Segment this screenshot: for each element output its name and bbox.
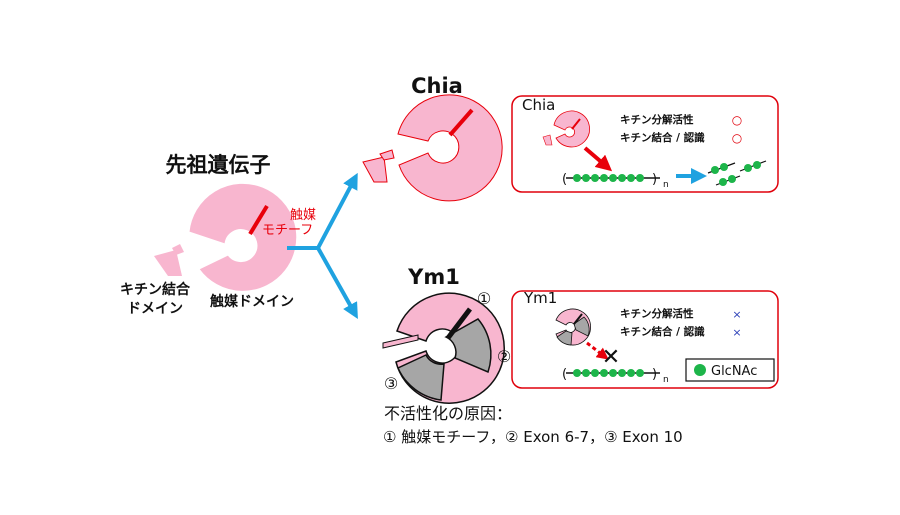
chia-glcnac-unit xyxy=(600,174,608,182)
ym1-row-2-label: キチン結合 / 認識 xyxy=(620,325,705,338)
ym1-panel-title: Ym1 xyxy=(523,289,557,307)
ym1-chitin-chain: ( ) n xyxy=(562,367,669,385)
ym1-glcnac-unit xyxy=(591,369,599,377)
cause-items: ① 触媒モチーフ，② Exon 6-7，③ Exon 10 xyxy=(383,428,683,446)
chia-catalytic-domain xyxy=(397,94,503,202)
product-unit xyxy=(744,164,752,172)
chia-mini-motif xyxy=(571,118,581,130)
binding-domain-label-1: キチン結合 xyxy=(120,281,191,298)
chia-glcnac-unit xyxy=(591,174,599,182)
chia-mini-binding xyxy=(542,134,553,146)
chia-products xyxy=(707,160,767,186)
chia-glcnac-unit xyxy=(609,174,617,182)
chia-red-arrow xyxy=(583,146,613,172)
cause-title: 不活性化の原因： xyxy=(384,404,512,423)
arrow-to-ym1 xyxy=(316,247,358,319)
chia-panel-title: Chia xyxy=(522,96,555,114)
ancestor-group: 先祖遺伝子 触媒 モチーフ キチン結合 ドメイン 触媒ドメイン xyxy=(120,153,316,317)
catalytic-domain-label: 触媒ドメイン xyxy=(209,293,294,310)
glcnac-legend-icon xyxy=(694,364,706,376)
ym1-mini-exon10-segment xyxy=(556,330,573,346)
ym1-panel: Ym1 キチン分解活性 × キチン結合 / 認識 × ✕ ( ) n xyxy=(511,289,779,389)
product-unit xyxy=(719,178,727,186)
chia-chain-bracket-right: ) xyxy=(652,172,657,187)
ym1-glcnac-unit xyxy=(618,369,626,377)
binding-domain-label-2: ドメイン xyxy=(127,301,183,317)
ym1-marker-3: ③ xyxy=(384,374,398,393)
ancestor-motif-label-1: 触媒 xyxy=(290,208,316,223)
ancestor-catalytic-domain xyxy=(188,182,298,292)
chia-chain-subscript: n xyxy=(663,180,669,190)
chia-row-1-mark: ○ xyxy=(732,113,742,127)
ym1-block-x-icon: ✕ xyxy=(602,345,620,370)
ym1-row-1-mark: × xyxy=(732,308,741,321)
chia-chain-bracket-left: ( xyxy=(562,172,567,187)
ym1-glcnac-unit xyxy=(636,369,644,377)
ym1-dashed-arrow xyxy=(586,341,609,360)
chia-catalytic-motif xyxy=(448,108,474,137)
ancestor-binding-domain xyxy=(154,250,182,276)
product-unit xyxy=(711,166,719,174)
ym1-mini-exon-segment xyxy=(573,316,590,337)
ym1-glcnac-unit xyxy=(627,369,635,377)
chia-group: Chia xyxy=(362,74,503,202)
chia-panel: Chia キチン分解活性 ○ キチン結合 / 認識 ○ ( ) n xyxy=(511,95,779,193)
ancestor-title: 先祖遺伝子 xyxy=(166,153,271,177)
ym1-catalytic-motif xyxy=(446,307,472,340)
chia-glcnac-unit xyxy=(582,174,590,182)
ym1-glcnac-unit xyxy=(573,369,581,377)
ym1-marker-1: ① xyxy=(477,289,491,308)
ym1-exon-6-7-segment xyxy=(444,318,492,374)
chia-glcnac-unit xyxy=(573,174,581,182)
chia-glcnac-unit xyxy=(636,174,644,182)
ym1-mini-motif xyxy=(573,313,583,325)
chia-glcnac-unit xyxy=(618,174,626,182)
ym1-title: Ym1 xyxy=(407,265,460,289)
chia-title: Chia xyxy=(411,74,463,98)
ym1-row-1-label: キチン分解活性 xyxy=(620,307,694,320)
ym1-chain-subscript: n xyxy=(663,375,669,385)
chia-row-2-mark: ○ xyxy=(732,131,742,145)
chia-chitin-chain: ( ) n xyxy=(562,172,669,190)
glcnac-legend-label: GlcNAc xyxy=(711,364,757,379)
ym1-glcnac-unit xyxy=(609,369,617,377)
ym1-chain-bracket-right: ) xyxy=(652,367,657,382)
ym1-glcnac-unit xyxy=(600,369,608,377)
ancestor-binding-fragment xyxy=(172,244,184,255)
chia-glcnac-unit xyxy=(627,174,635,182)
chia-mini-enzyme xyxy=(553,110,590,148)
branch-arrows xyxy=(287,172,358,319)
chia-binding-fragment xyxy=(379,149,395,161)
product-unit xyxy=(753,161,761,169)
ancestor-catalytic-motif xyxy=(248,204,269,236)
ym1-glcnac-unit xyxy=(582,369,590,377)
chia-binding-domain xyxy=(362,156,388,183)
product-unit xyxy=(720,163,728,171)
glcnac-legend-box xyxy=(685,358,775,382)
ym1-chain-bracket-left: ( xyxy=(562,367,567,382)
cause-block: 不活性化の原因： ① 触媒モチーフ，② Exon 6-7，③ Exon 10 xyxy=(383,404,683,446)
ym1-row-2-mark: × xyxy=(732,326,741,339)
chia-row-1-label: キチン分解活性 xyxy=(620,113,694,126)
ym1-binding-domain xyxy=(382,334,419,349)
glcnac-legend: GlcNAc xyxy=(685,358,775,382)
ancestor-motif-label-2: モチーフ xyxy=(262,223,313,238)
ym1-exon-10-segment xyxy=(397,354,445,401)
ym1-group: Ym1 ① ② ③ xyxy=(382,265,511,404)
ym1-marker-2: ② xyxy=(497,347,511,366)
chia-row-2-label: キチン結合 / 認識 xyxy=(620,131,705,144)
product-unit xyxy=(728,175,736,183)
